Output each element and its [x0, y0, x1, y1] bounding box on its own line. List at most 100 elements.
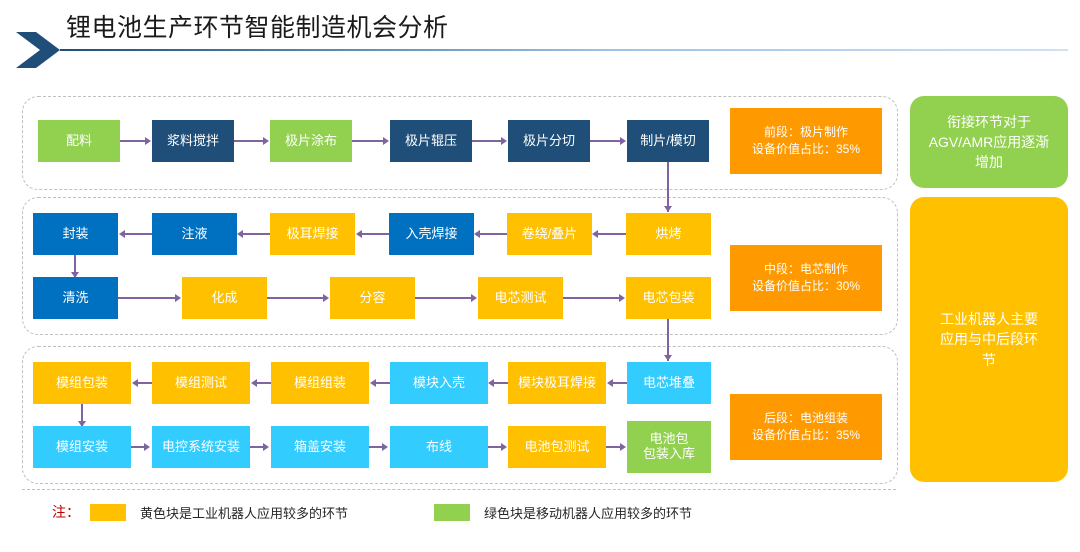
arrow-head-icon [620, 137, 626, 145]
arrow-head-icon [132, 379, 138, 387]
connector [120, 140, 146, 142]
connector [243, 233, 270, 235]
title-divider [60, 49, 1068, 51]
stage-info-line1: 后段：电池组装 [763, 410, 848, 425]
process-node[interactable]: 电芯测试 [478, 277, 563, 319]
process-node[interactable]: 浆料搅拌 [152, 120, 234, 162]
connector [613, 382, 627, 384]
connector [352, 140, 384, 142]
side-callout-text: 工业机器人主要 应用与中后段环 节 [940, 311, 1038, 368]
process-node[interactable]: 模组包装 [33, 362, 131, 404]
arrow-head-icon [263, 137, 269, 145]
process-node[interactable]: 清洗 [33, 277, 118, 319]
legend-swatch-green [434, 503, 471, 521]
legend-note-label: 注： [52, 504, 80, 520]
arrow-head-icon [501, 443, 507, 451]
connector [563, 297, 620, 299]
stage-info-line1: 前段：极片制作 [763, 124, 848, 139]
stage-panel-back [22, 346, 898, 484]
arrow-head-icon [370, 379, 376, 387]
connector [376, 382, 390, 384]
process-node[interactable]: 模块极耳焊接 [508, 362, 606, 404]
side-callout-agv: 衔接环节对于 AGV/AMR应用逐渐 增加 [910, 96, 1068, 188]
arrow-head-icon [145, 137, 151, 145]
arrow-head-icon [620, 443, 626, 451]
connector [118, 297, 176, 299]
arrow-head-icon [237, 230, 243, 238]
process-node[interactable]: 化成 [182, 277, 267, 319]
connector [131, 446, 145, 448]
process-node[interactable]: 极片辊压 [390, 120, 472, 162]
side-callout-robot: 工业机器人主要 应用与中后段环 节 [910, 197, 1068, 482]
process-node[interactable]: 电芯堆叠 [627, 362, 711, 404]
connector [598, 233, 626, 235]
process-node[interactable]: 分容 [330, 277, 415, 319]
legend: 注： 黄色块是工业机器人应用较多的环节 绿色块是移动机器人应用较多的环节 [22, 495, 896, 529]
process-node[interactable]: 极片涂布 [270, 120, 352, 162]
process-node[interactable]: 模组安装 [33, 426, 131, 468]
process-node[interactable]: 配料 [38, 120, 120, 162]
process-node[interactable]: 封装 [33, 213, 118, 255]
stage-panel-front [22, 96, 898, 190]
arrow-head-icon [664, 355, 672, 361]
connector [125, 233, 152, 235]
arrow-head-icon [251, 379, 257, 387]
stage-info-mid: 中段：电芯制作 设备价值占比：30% [730, 245, 882, 311]
arrow-head-icon [382, 443, 388, 451]
arrow-head-icon [664, 206, 672, 212]
process-node[interactable]: 模块入壳 [390, 362, 488, 404]
connector [138, 382, 152, 384]
process-node[interactable]: 制片/模切 [627, 120, 709, 162]
arrow-head-icon [263, 443, 269, 451]
process-node[interactable]: 模组组装 [271, 362, 369, 404]
process-node[interactable]: 卷绕/叠片 [507, 213, 592, 255]
process-node[interactable]: 入壳焊接 [389, 213, 474, 255]
arrow-head-icon [592, 230, 598, 238]
arrow-head-icon [71, 272, 79, 278]
stage-panel-mid [22, 197, 898, 335]
process-node[interactable]: 极耳焊接 [270, 213, 355, 255]
connector [362, 233, 389, 235]
stage-info-front: 前段：极片制作 设备价值占比：35% [730, 108, 882, 174]
stage-info-line2: 设备价值占比：35% [751, 142, 861, 156]
connector [257, 382, 271, 384]
process-node[interactable]: 电池包测试 [508, 426, 606, 468]
connector [480, 233, 507, 235]
stage-info-line1: 中段：电芯制作 [763, 261, 848, 276]
arrow-head-icon [474, 230, 480, 238]
process-node[interactable]: 电控系统安装 [152, 426, 250, 468]
connector [415, 297, 472, 299]
legend-item-label: 黄色块是工业机器人应用较多的环节 [140, 505, 349, 521]
connector [472, 140, 502, 142]
legend-divider [22, 489, 896, 490]
process-node[interactable]: 注液 [152, 213, 237, 255]
legend-item-label: 绿色块是移动机器人应用较多的环节 [484, 505, 693, 521]
connector [234, 140, 264, 142]
process-node[interactable]: 电池包 包装入库 [627, 421, 711, 473]
arrow-head-icon [119, 230, 125, 238]
stage-info-line2: 设备价值占比：30% [751, 279, 861, 293]
chevron-right-icon [16, 32, 60, 68]
page-title: 锂电池生产环节智能制造机会分析 [66, 14, 449, 42]
page-header: 锂电池生产环节智能制造机会分析 [0, 0, 1080, 88]
connector [81, 404, 83, 426]
process-node[interactable]: 极片分切 [508, 120, 590, 162]
arrow-head-icon [619, 294, 625, 302]
process-node[interactable]: 烘烤 [626, 213, 711, 255]
arrow-head-icon [356, 230, 362, 238]
arrow-head-icon [501, 137, 507, 145]
connector [667, 162, 669, 212]
process-node[interactable]: 箱盖安装 [271, 426, 369, 468]
process-node[interactable]: 布线 [390, 426, 488, 468]
process-node[interactable]: 模组测试 [152, 362, 250, 404]
arrow-head-icon [383, 137, 389, 145]
arrow-head-icon [607, 379, 613, 387]
connector [667, 319, 669, 361]
side-callout-text: 衔接环节对于 AGV/AMR应用逐渐 增加 [928, 113, 1050, 171]
arrow-head-icon [144, 443, 150, 451]
connector [250, 446, 264, 448]
process-node[interactable]: 电芯包装 [626, 277, 711, 319]
arrow-head-icon [323, 294, 329, 302]
connector [267, 297, 324, 299]
stage-info-line2: 设备价值占比：35% [751, 428, 861, 442]
